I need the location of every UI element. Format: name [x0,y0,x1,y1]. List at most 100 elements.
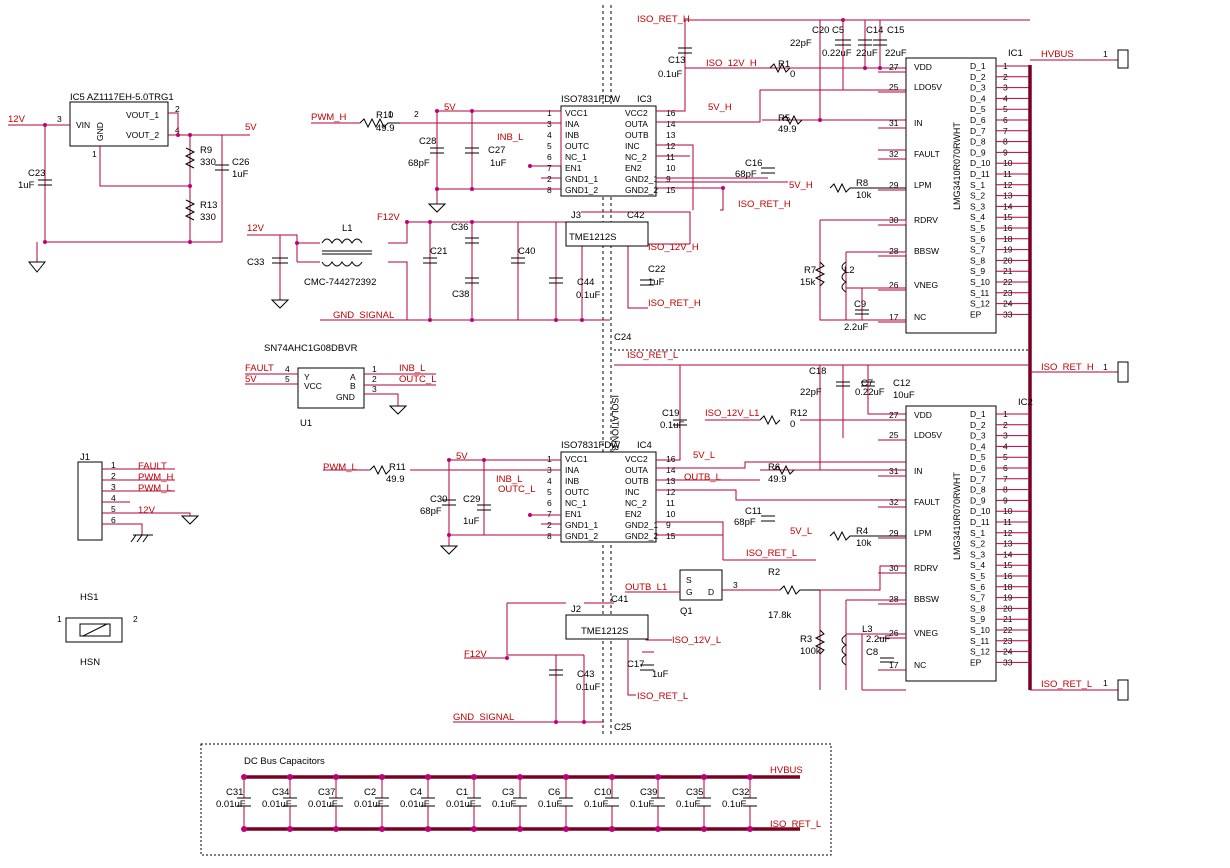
ic2-gan-fet: IC2 LMG3410R070RWHT VDD27LDO5V25IN31FAUL… [878,397,1033,682]
svg-text:C20: C20 [812,25,829,36]
svg-text:C40: C40 [518,246,535,257]
svg-text:5V: 5V [444,102,456,113]
iso-pin-num: 16 [666,454,676,464]
dc-cap-ref: C35 [686,787,703,798]
j1-pin: 4 [111,493,116,503]
lmg-pin-rdrv: RDRV [914,215,938,225]
svg-text:C14: C14 [866,25,883,36]
lmg-pin-vneg: VNEG [914,280,938,290]
lmg-pin-num: 26 [889,280,899,290]
iso-pin-num: 16 [666,108,676,118]
svg-text:R7: R7 [804,265,816,276]
svg-text:68pF: 68pF [420,506,442,517]
svg-text:OUTC_L: OUTC_L [498,484,535,495]
svg-text:0.1uF: 0.1uF [576,682,600,693]
svg-text:HS1: HS1 [80,592,98,603]
iso-pin-num: 2 [547,174,552,184]
lmg-pin-d_10: D_10 [970,158,991,168]
iso-pin-gnd2_2: GND2_2 [625,531,658,541]
svg-text:5V: 5V [245,374,257,385]
svg-text:10k: 10k [856,190,872,201]
dc-cap-ref: C3 [502,787,514,798]
svg-text:4: 4 [285,364,290,374]
svg-text:SN74AHC1G08DBVR: SN74AHC1G08DBVR [264,343,358,354]
svg-text:R11: R11 [389,462,406,473]
svg-text:C27: C27 [488,145,505,156]
svg-text:ISO_RET_L: ISO_RET_L [637,691,688,702]
svg-text:TME1212S: TME1212S [581,626,629,637]
svg-text:1: 1 [388,109,393,119]
iso-pin-num: 8 [547,185,552,195]
iso-pin-nc_2: NC_2 [625,152,647,162]
svg-text:PWM_L: PWM_L [323,462,357,473]
svg-text:5V_H: 5V_H [789,180,813,191]
svg-text:C7: C7 [861,378,873,389]
svg-text:R10: R10 [376,110,393,121]
svg-text:1uF: 1uF [490,158,507,169]
dc-cap-ref: C2 [364,787,376,798]
lmg-pin-d_11: D_11 [970,517,990,527]
lmg-pin-d_3: D_3 [970,431,986,441]
lmg-pin-d_7: D_7 [970,474,986,484]
dc-cap-ref: C34 [272,787,289,798]
svg-text:J1: J1 [80,452,90,463]
dc-cap-value: 0.01uF [354,799,384,810]
lmg-pin-s_4: S_4 [970,212,985,222]
svg-text:R4: R4 [856,526,868,537]
iso-pin-num: 2 [547,520,552,530]
svg-text:HVBUS: HVBUS [1041,49,1074,60]
iso-pin-num: 14 [666,465,676,475]
svg-text:LMG3410R070RWHT: LMG3410R070RWHT [952,122,962,210]
svg-text:GND: GND [336,392,355,402]
svg-text:68pF: 68pF [735,169,757,180]
svg-text:10k: 10k [856,538,872,549]
dc-cap-value: 0.1uF [538,799,562,810]
j1-pin: 2 [111,471,116,481]
lmg-pin-d_9: D_9 [970,495,986,505]
lmg-pin-num: 25 [889,82,899,92]
lmg-pin-s_5: S_5 [970,571,985,581]
lmg-pin-num: 17 [889,660,899,670]
iso-pin-en1: EN1 [565,509,582,519]
svg-text:C15: C15 [887,25,904,36]
iso-pin-num: 6 [547,498,552,508]
lmg-pin-s_8: S_8 [970,603,985,613]
svg-text:HSN: HSN [80,657,100,668]
iso-pin-nc_1: NC_1 [565,152,587,162]
lmg-pin-ldo5v: LDO5V [914,82,942,92]
iso-pin-inc: INC [625,487,640,497]
lmg-pin-in: IN [914,466,923,476]
svg-text:22pF: 22pF [790,38,812,49]
iso-pin-num: 5 [547,487,552,497]
svg-text:ISO_RET_H: ISO_RET_H [648,298,701,309]
svg-text:3: 3 [733,580,738,590]
svg-text:G: G [686,587,693,597]
svg-text:C9: C9 [854,299,866,310]
svg-text:0.22uF: 0.22uF [822,48,852,59]
lmg-pin-rdrv: RDRV [914,563,938,573]
lmg-pin-s_12: S_12 [970,299,990,309]
iso-pin-vcc2: VCC2 [625,108,648,118]
svg-text:C42: C42 [627,210,644,221]
lmg-pin-d_6: D_6 [970,115,986,125]
lmg-pin-bbsw: BBSW [914,246,939,256]
iso-pin-num: 5 [547,141,552,151]
lmg-pin-vdd: VDD [914,410,932,420]
svg-text:INB_L: INB_L [497,132,523,143]
svg-text:TME1212S: TME1212S [569,232,617,243]
svg-text:CMC-744272392: CMC-744272392 [304,277,376,288]
dc-cap-ref: C6 [548,787,560,798]
iso-pin-num: 6 [547,152,552,162]
dc-cap-ref: C37 [318,787,335,798]
iso-pin-en2: EN2 [625,509,642,519]
svg-text:IC4: IC4 [637,440,652,451]
iso-pin-vcc1: VCC1 [565,108,588,118]
svg-text:R3: R3 [800,634,812,645]
svg-text:5V_L: 5V_L [693,450,715,461]
iso-pin-ina: INA [565,465,580,475]
svg-text:ISO7831FDW: ISO7831FDW [561,94,620,105]
lmg-pin-s_11: S_11 [970,288,989,298]
svg-text:C30: C30 [430,494,447,505]
iso-pin-num: 3 [547,119,552,129]
lmg-pin-d_3: D_3 [970,83,986,93]
